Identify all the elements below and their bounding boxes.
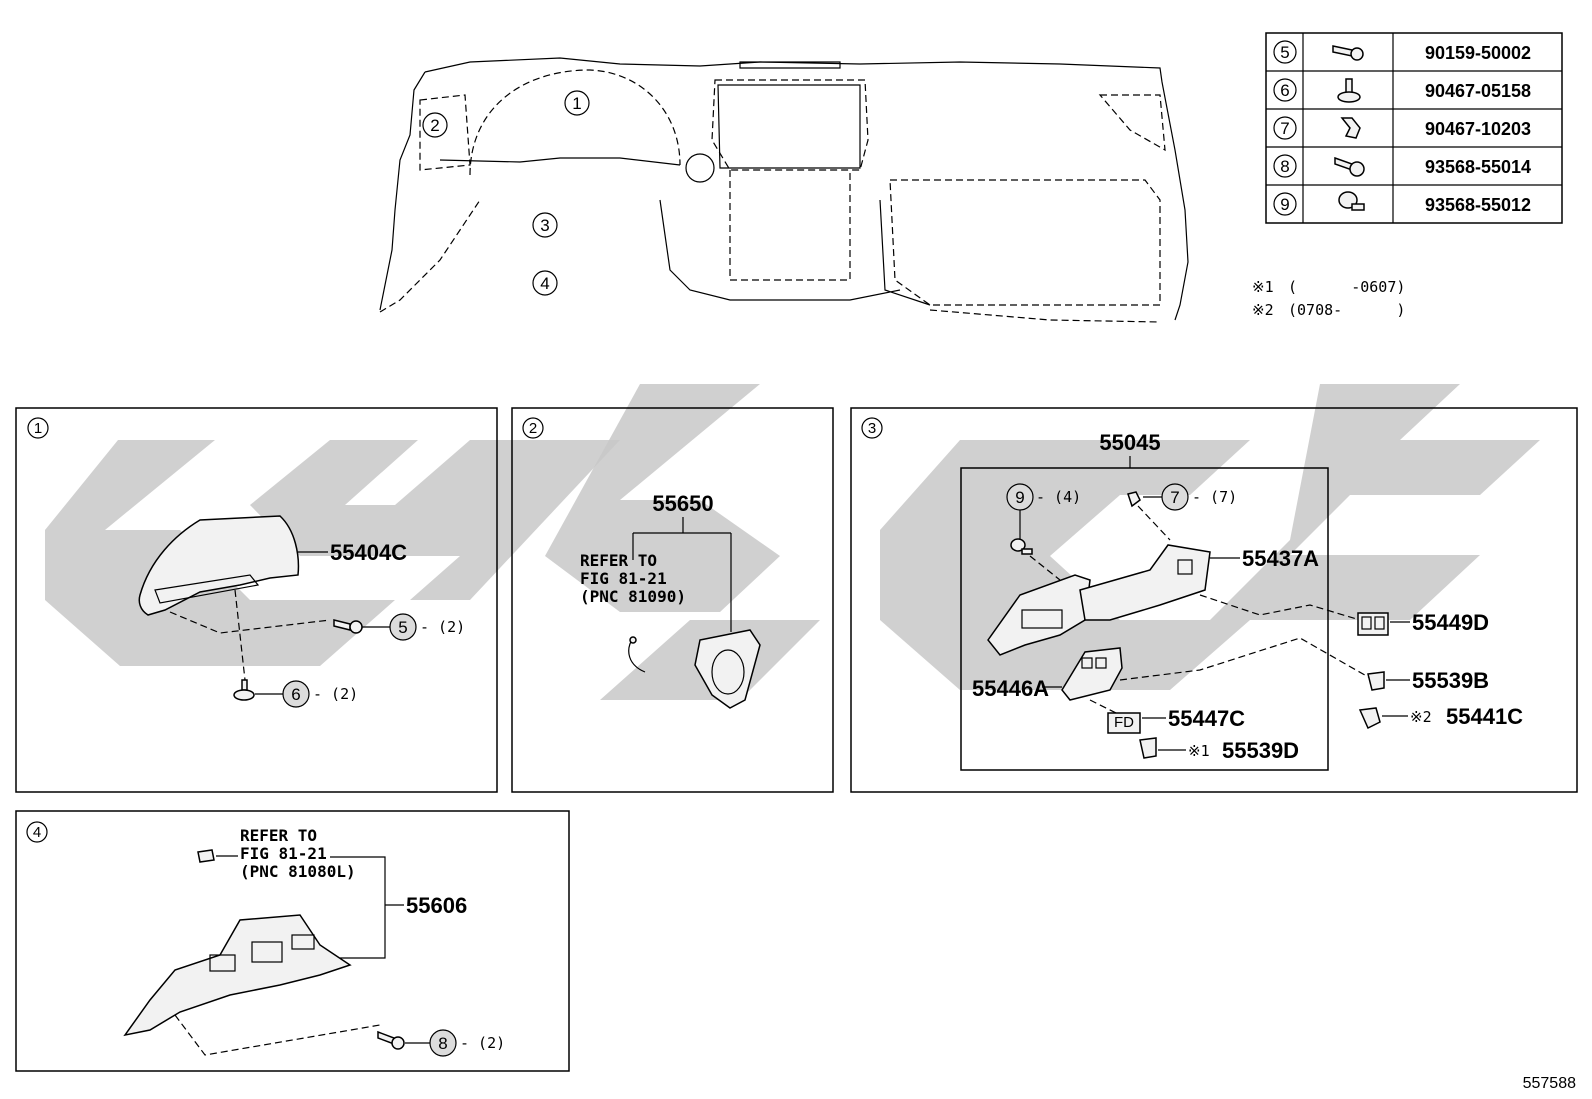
svg-text:90467-10203: 90467-10203 — [1425, 119, 1531, 139]
svg-text:7: 7 — [1170, 488, 1179, 507]
svg-text:2: 2 — [430, 116, 439, 135]
svg-text:55404C: 55404C — [330, 540, 407, 565]
svg-text:90467-05158: 90467-05158 — [1425, 81, 1531, 101]
dash-callout-1[interactable]: 1 — [564, 90, 590, 116]
screw-washer-icon — [1334, 156, 1365, 177]
svg-text:※1: ※1 — [1188, 742, 1210, 760]
panel-2-index: 2 — [522, 417, 544, 439]
svg-text:90159-50002: 90159-50002 — [1425, 43, 1531, 63]
svg-text:※2: ※2 — [1410, 708, 1432, 726]
push-clip-icon — [1337, 78, 1361, 103]
svg-text:93568-55014: 93568-55014 — [1425, 157, 1531, 177]
fastener-5-callout[interactable]: 5 - (2) — [333, 613, 465, 641]
cluster-hood-part[interactable]: 55404C — [138, 515, 407, 681]
assy-frame — [960, 467, 1329, 771]
panel-3-index: 3 — [861, 417, 883, 439]
dash-callout-2[interactable]: 2 — [422, 112, 448, 138]
svg-text:3: 3 — [540, 216, 549, 235]
switch-55447c-part[interactable]: FD 55447C — [1089, 699, 1245, 734]
svg-text:- (4): - (4) — [1036, 488, 1081, 506]
svg-text:- (2): - (2) — [313, 685, 358, 703]
svg-text:55441C: 55441C — [1446, 704, 1523, 729]
svg-text:6: 6 — [1280, 81, 1289, 100]
fastener-7-callout[interactable]: 7 - (7) — [1127, 483, 1237, 541]
svg-text:55447C: 55447C — [1168, 706, 1245, 731]
note-1: ※1 ( -0607) — [1252, 278, 1405, 296]
svg-text:FD: FD — [1114, 714, 1134, 731]
svg-text:FIG 81-21: FIG 81-21 — [580, 569, 667, 588]
svg-text:9: 9 — [1015, 488, 1024, 507]
svg-text:1: 1 — [34, 420, 42, 437]
svg-text:5: 5 — [398, 618, 407, 637]
svg-text:REFER TO: REFER TO — [580, 551, 657, 570]
bolt-flange-icon — [1332, 45, 1364, 61]
svg-text:7: 7 — [1280, 119, 1289, 138]
svg-text:93568-55012: 93568-55012 — [1425, 195, 1531, 215]
glove-box-assy[interactable]: 55045 — [960, 430, 1329, 771]
svg-text:55539D: 55539D — [1222, 738, 1299, 763]
svg-text:- (2): - (2) — [420, 618, 465, 636]
clip-55441c-part[interactable]: ※2 55441C — [1358, 704, 1523, 730]
svg-text:REFER TO: REFER TO — [240, 826, 317, 845]
panel-1-frame — [15, 407, 498, 793]
svg-text:(PNC 81080L): (PNC 81080L) — [240, 862, 356, 881]
svg-text:※2: ※2 — [1252, 301, 1274, 319]
svg-text:( -0607): ( -0607) — [1288, 278, 1405, 296]
table-row[interactable]: 6 90467-05158 — [1273, 78, 1531, 103]
table-row[interactable]: 8 93568-55014 — [1273, 154, 1531, 178]
screw-flange-icon — [1338, 191, 1365, 211]
clip-55539d-part[interactable]: ※1 55539D — [1139, 737, 1299, 763]
svg-text:55539B: 55539B — [1412, 668, 1489, 693]
table-row[interactable]: 7 90467-10203 — [1273, 116, 1531, 140]
dash-callout-3[interactable]: 3 — [532, 212, 558, 238]
lower-panel-part[interactable]: REFER TO FIG 81-21 (PNC 81080L) 55606 — [123, 826, 467, 1056]
dash-callout-4[interactable]: 4 — [532, 270, 558, 296]
table-row[interactable]: 9 93568-55012 — [1273, 191, 1531, 216]
panel-3-frame — [850, 407, 1578, 793]
svg-text:- (7): - (7) — [1192, 488, 1237, 506]
fastener-6-callout[interactable]: 6 - (2) — [233, 679, 358, 708]
fastener-9-callout[interactable]: 9 - (4) — [1006, 483, 1081, 581]
svg-text:55045: 55045 — [1099, 430, 1160, 455]
note-2: ※2 (0708- ) — [1252, 301, 1405, 319]
fastener-table — [1265, 32, 1563, 224]
svg-text:※1: ※1 — [1252, 278, 1274, 296]
svg-text:55449D: 55449D — [1412, 610, 1489, 635]
air-vent-part[interactable]: 55650 REFER TO FIG 81-21 (PNC 81090) — [580, 491, 761, 709]
svg-text:55606: 55606 — [406, 893, 467, 918]
watermark-logo — [45, 384, 1540, 700]
svg-text:55650: 55650 — [652, 491, 713, 516]
svg-text:8: 8 — [1280, 157, 1289, 176]
table-row[interactable]: 5 90159-50002 — [1273, 40, 1531, 64]
svg-text:3: 3 — [868, 420, 876, 437]
svg-text:2: 2 — [529, 420, 537, 437]
svg-text:(0708- ): (0708- ) — [1288, 301, 1405, 319]
panel-4-index: 4 — [26, 821, 48, 843]
svg-text:55446A: 55446A — [972, 676, 1049, 701]
clip-55539b-part[interactable]: 55539B — [1119, 637, 1489, 693]
dash-overview-drawing — [379, 57, 1189, 323]
svg-text:5: 5 — [1280, 43, 1289, 62]
svg-text:6: 6 — [291, 685, 300, 704]
svg-text:4: 4 — [540, 274, 549, 293]
switch-55449d-part[interactable]: 55449D — [1199, 594, 1489, 636]
panel-1-index: 1 — [27, 417, 49, 439]
fastener-8-callout[interactable]: 8 - (2) — [377, 1029, 505, 1057]
panel-4-frame — [15, 810, 570, 1072]
svg-text:1: 1 — [572, 94, 581, 113]
svg-text:8: 8 — [438, 1034, 447, 1053]
illustration-code: 557588 — [1523, 1075, 1576, 1092]
svg-text:55437A: 55437A — [1242, 546, 1319, 571]
svg-text:- (2): - (2) — [460, 1034, 505, 1052]
panel-2-frame — [511, 407, 834, 793]
svg-text:FIG 81-21: FIG 81-21 — [240, 844, 327, 863]
svg-text:(PNC 81090): (PNC 81090) — [580, 587, 686, 606]
switch-bezel-part[interactable]: 55446A — [972, 647, 1123, 701]
svg-text:9: 9 — [1280, 195, 1289, 214]
spring-clip-icon — [1340, 117, 1361, 139]
glove-box-door-part[interactable]: 55437A — [987, 544, 1319, 656]
svg-text:4: 4 — [33, 824, 41, 841]
